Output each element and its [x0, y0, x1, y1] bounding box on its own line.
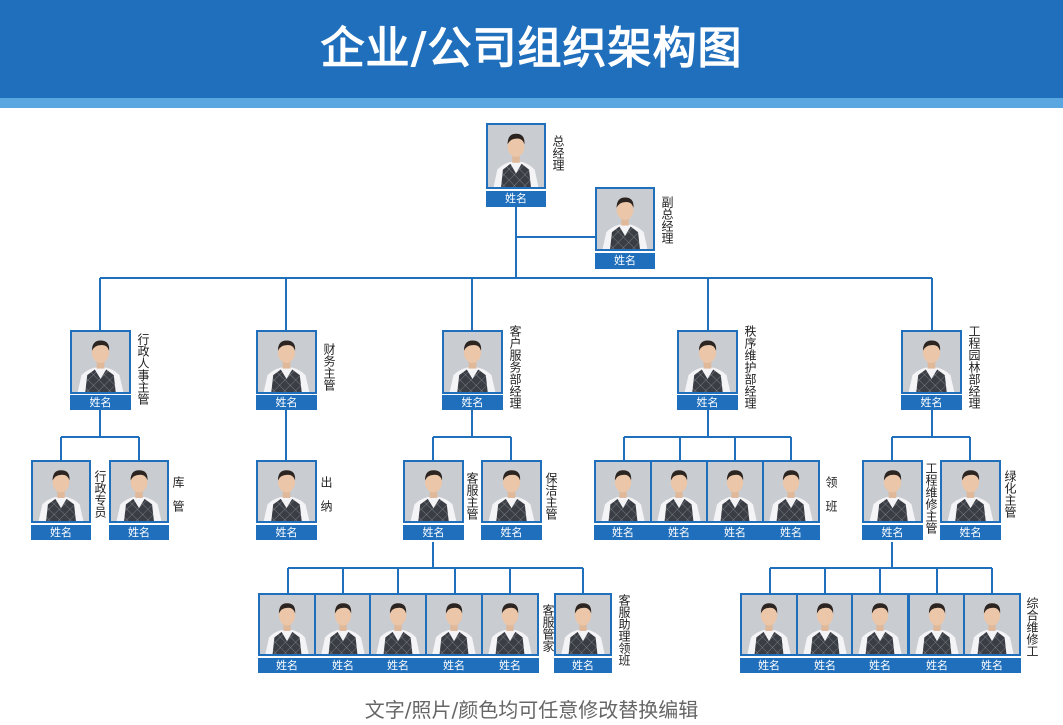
name-label: 姓名 — [963, 658, 1021, 673]
avatar — [740, 593, 798, 656]
avatar — [677, 330, 738, 394]
avatar — [258, 593, 316, 656]
role-customer-service-steward: 客服管家 — [541, 604, 555, 652]
role-engineering-maintenance-supervisor: 工程维修主管 — [924, 462, 938, 534]
name-label: 姓名 — [481, 525, 542, 540]
role-vice-general-manager: 副总经理 — [660, 196, 674, 244]
role-cleaning-supervisor: 保洁主管 — [544, 472, 558, 520]
name-label: 姓名 — [425, 658, 483, 673]
name-label: 姓名 — [677, 395, 738, 410]
avatar — [314, 593, 372, 656]
avatar — [31, 460, 91, 523]
role-squad-leader: 领 班 — [824, 476, 838, 512]
avatar — [851, 593, 909, 656]
avatar — [940, 460, 1001, 523]
name-label: 姓名 — [31, 525, 91, 540]
name-label: 姓名 — [403, 525, 464, 540]
avatar — [369, 593, 427, 656]
name-label: 姓名 — [940, 525, 1001, 540]
name-label: 姓名 — [901, 395, 962, 410]
name-label: 姓名 — [481, 658, 539, 673]
page-title: 企业/公司组织架构图 — [320, 23, 743, 74]
avatar — [706, 460, 764, 523]
avatar — [403, 460, 464, 523]
name-label: 姓名 — [706, 525, 764, 540]
name-label: 姓名 — [650, 525, 708, 540]
avatar — [425, 593, 483, 656]
name-label: 姓名 — [70, 395, 131, 410]
avatar — [486, 123, 546, 189]
name-label: 姓名 — [256, 525, 317, 540]
role-general-manager: 总经理 — [551, 135, 565, 171]
name-label: 姓名 — [258, 658, 316, 673]
role-admin-hr-supervisor: 行政人事主管 — [136, 333, 150, 405]
avatar — [901, 330, 962, 394]
avatar — [481, 593, 539, 656]
title-banner — [0, 0, 1063, 98]
name-label: 姓名 — [862, 525, 923, 540]
avatar — [862, 460, 923, 523]
avatar — [650, 460, 708, 523]
name-label: 姓名 — [442, 395, 503, 410]
name-label: 姓名 — [594, 525, 652, 540]
role-finance-supervisor: 财务主管 — [322, 343, 336, 391]
avatar — [256, 460, 317, 523]
role-order-maintenance-manager: 秩序维护部经理 — [743, 325, 757, 409]
name-label: 姓名 — [851, 658, 909, 673]
avatar — [481, 460, 542, 523]
avatar — [70, 330, 131, 394]
avatar — [796, 593, 854, 656]
role-admin-clerk: 行政专员 — [93, 470, 107, 518]
name-label: 姓名 — [762, 525, 820, 540]
name-label: 姓名 — [554, 658, 612, 673]
name-label: 姓名 — [595, 253, 655, 269]
avatar — [595, 187, 655, 251]
role-cashier: 出 纳 — [319, 476, 333, 512]
name-label: 姓名 — [740, 658, 798, 673]
role-customer-service-supervisor: 客服主管 — [465, 472, 479, 520]
role-greening-supervisor: 绿化主管 — [1003, 470, 1017, 518]
name-label: 姓名 — [908, 658, 966, 673]
role-customer-service-assistant-leader: 客服助理领班 — [617, 594, 631, 666]
footer-note: 文字/照片/颜色均可任意修改替换编辑 — [364, 698, 699, 722]
role-warehouse-keeper: 库 管 — [171, 476, 185, 512]
avatar — [908, 593, 966, 656]
avatar — [256, 330, 317, 394]
avatar — [594, 460, 652, 523]
banner-stripe — [0, 98, 1063, 108]
name-label: 姓名 — [256, 395, 317, 410]
name-label: 姓名 — [109, 525, 169, 540]
avatar — [109, 460, 169, 523]
name-label: 姓名 — [486, 191, 546, 207]
name-label: 姓名 — [369, 658, 427, 673]
role-customer-service-manager: 客户服务部经理 — [508, 325, 522, 409]
name-label: 姓名 — [796, 658, 854, 673]
avatar — [762, 460, 820, 523]
avatar — [554, 593, 612, 656]
avatar — [963, 593, 1021, 656]
role-engineering-landscape-manager: 工程园林部经理 — [967, 325, 981, 409]
avatar — [442, 330, 503, 394]
name-label: 姓名 — [314, 658, 372, 673]
role-general-maintenance-worker: 综合维修工 — [1025, 597, 1039, 657]
